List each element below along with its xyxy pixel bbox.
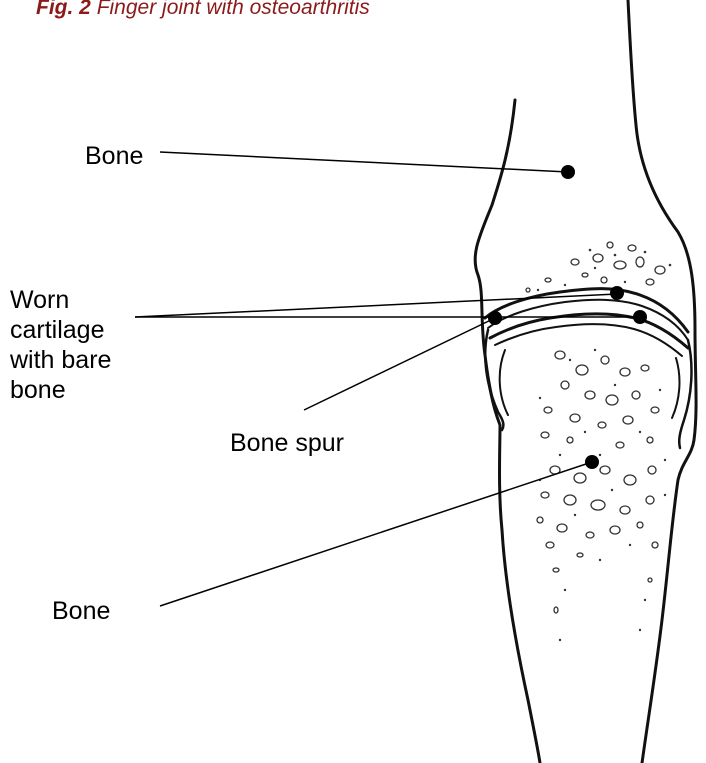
marker-bone-bottom [585, 455, 599, 469]
label-worn-cartilage: Worn cartilage with bare bone [10, 285, 111, 405]
capsule-right-inner [672, 358, 679, 418]
label-bone-top: Bone [85, 141, 143, 171]
label-worn-line-4: bone [10, 375, 111, 405]
finger-outline-left [475, 100, 540, 763]
marker-bone-top [561, 165, 575, 179]
marker-worn-upper [610, 286, 624, 300]
leader-lines [135, 152, 640, 606]
capsule-left-inner [500, 350, 508, 415]
finger-outline [475, 0, 696, 763]
lower-cartilage-inner [495, 324, 682, 356]
label-worn-line-2: cartilage [10, 315, 111, 345]
label-worn-line-3: with bare [10, 345, 111, 375]
finger-outline-right [628, 0, 696, 763]
lower-cartilage-outer [490, 314, 688, 348]
upper-cartilage-inner [488, 300, 688, 340]
leader-line-bone-spur [304, 318, 495, 410]
leader-line-bone-bottom [160, 462, 592, 606]
label-worn-line-1: Worn [10, 285, 111, 315]
marker-worn-lower [633, 310, 647, 324]
label-bone-bottom: Bone [52, 596, 110, 626]
label-bone-spur: Bone spur [230, 428, 344, 458]
marker-bone-spur [488, 311, 502, 325]
